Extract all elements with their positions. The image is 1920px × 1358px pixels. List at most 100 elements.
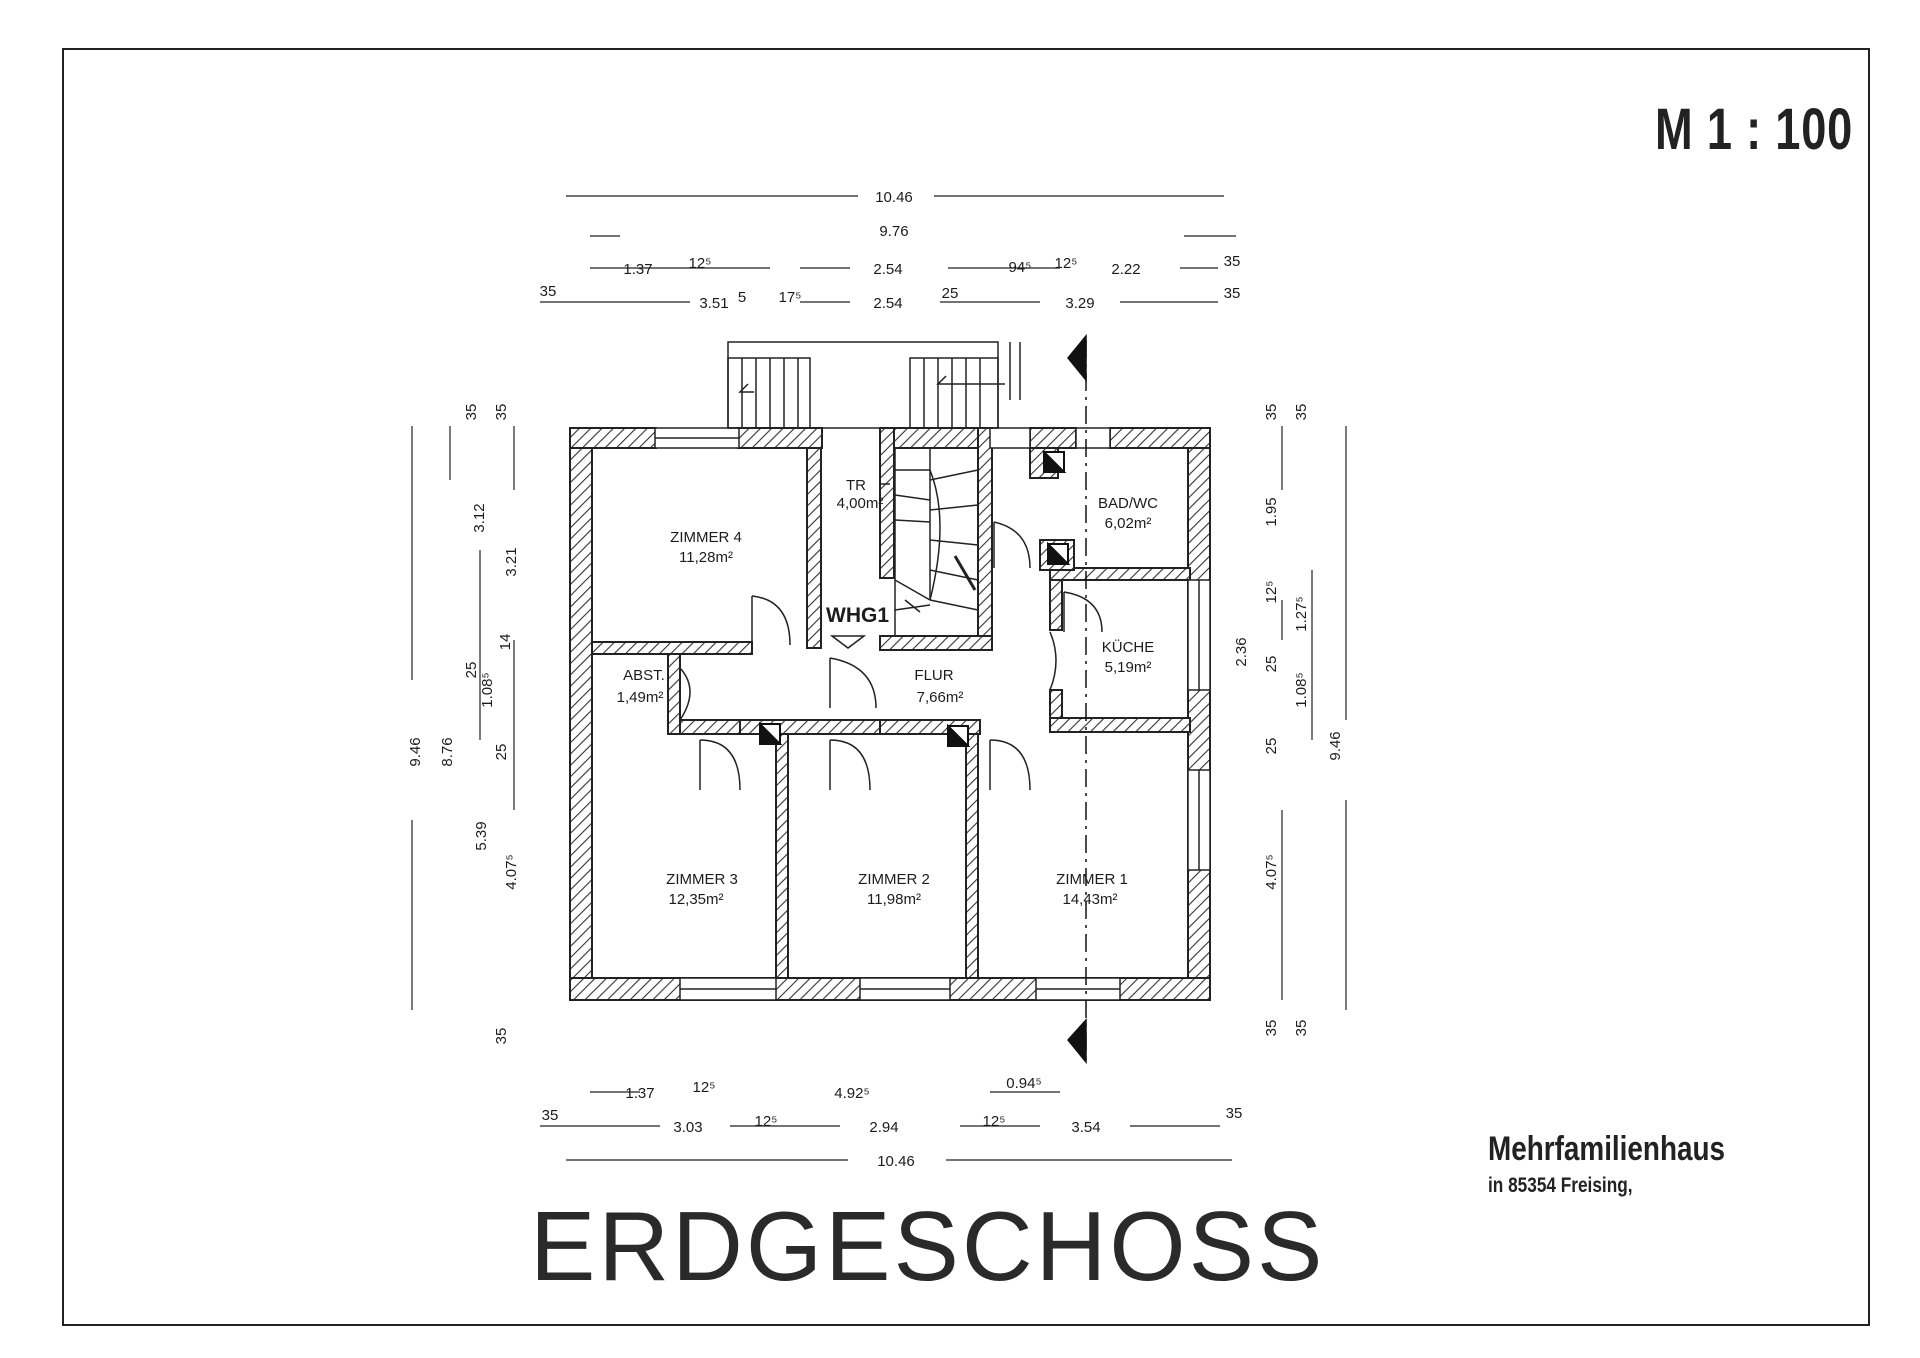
svg-text:12⁵: 12⁵ bbox=[983, 1113, 1006, 1130]
svg-text:3.21: 3.21 bbox=[503, 547, 520, 576]
room-tr-area: 4,00m² bbox=[837, 495, 884, 512]
svg-text:4.07⁵: 4.07⁵ bbox=[503, 854, 520, 889]
svg-text:1.27⁵: 1.27⁵ bbox=[1293, 596, 1310, 631]
room-flur-area: 7,66m² bbox=[917, 689, 964, 706]
svg-text:0.94⁵: 0.94⁵ bbox=[1006, 1075, 1041, 1092]
room-abst-area: 1,49m² bbox=[617, 689, 664, 706]
outer-wall-right bbox=[1187, 427, 1211, 1001]
drawing-frame bbox=[62, 48, 1870, 1326]
room-kueche-name: KÜCHE bbox=[1102, 638, 1155, 656]
svg-text:4.92⁵: 4.92⁵ bbox=[834, 1085, 869, 1102]
dim-top-overall: 10.46 bbox=[875, 189, 913, 206]
svg-text:5: 5 bbox=[738, 289, 746, 306]
room-labels: ZIMMER 4 11,28m² TR 4,00m² BAD/WC 6,02m²… bbox=[617, 477, 1159, 908]
svg-text:12⁵: 12⁵ bbox=[1263, 581, 1280, 604]
wall-z3-z2 bbox=[775, 733, 789, 979]
dimensions-left: 35 35 3.12 3.21 25 1.08⁵ 14 9.46 8.76 25… bbox=[407, 404, 520, 1045]
windows bbox=[654, 427, 1211, 1001]
dimension-lines bbox=[411, 195, 1347, 1161]
svg-text:2.54: 2.54 bbox=[873, 295, 902, 312]
flue-marks bbox=[759, 449, 1071, 747]
svg-text:2.22: 2.22 bbox=[1111, 261, 1140, 278]
svg-text:9.46: 9.46 bbox=[1327, 731, 1344, 760]
dim-bottom-overall: 10.46 bbox=[877, 1153, 915, 1170]
wall-z2-z1 bbox=[965, 733, 979, 979]
outer-wall-top-e bbox=[1109, 427, 1211, 449]
whg-arrow bbox=[829, 635, 867, 649]
section-line bbox=[1067, 333, 1087, 1065]
svg-text:25: 25 bbox=[942, 285, 959, 302]
room-flur-name: FLUR bbox=[914, 667, 953, 684]
wall-mid-horizontal-d bbox=[1049, 717, 1191, 733]
svg-text:9.46: 9.46 bbox=[407, 737, 424, 766]
room-kueche-area: 5,19m² bbox=[1105, 659, 1152, 676]
room-bad-name: BAD/WC bbox=[1098, 495, 1158, 512]
room-zimmer2-area: 11,98m² bbox=[867, 891, 921, 908]
svg-text:35: 35 bbox=[540, 283, 557, 300]
outer-wall-top-b bbox=[737, 427, 823, 449]
room-zimmer1-name: ZIMMER 1 bbox=[1056, 871, 1128, 888]
svg-text:2.36: 2.36 bbox=[1233, 637, 1250, 666]
outer-wall-left bbox=[569, 427, 593, 1001]
svg-text:35: 35 bbox=[493, 1028, 510, 1045]
svg-text:1.37: 1.37 bbox=[625, 1085, 654, 1102]
svg-text:3.54: 3.54 bbox=[1071, 1119, 1100, 1136]
wall-zimmer4-stair bbox=[806, 447, 822, 649]
svg-text:2.54: 2.54 bbox=[873, 261, 902, 278]
svg-text:94⁵: 94⁵ bbox=[1009, 259, 1032, 276]
wall-zimmer4-bottom bbox=[591, 641, 753, 655]
svg-text:35: 35 bbox=[493, 404, 510, 421]
apartment-label: WHG1 bbox=[826, 604, 889, 627]
dim-top-inner: 9.76 bbox=[879, 223, 908, 240]
wall-kueche-left bbox=[1049, 579, 1063, 631]
room-abst-name: ABST. bbox=[623, 667, 665, 684]
svg-text:35: 35 bbox=[542, 1107, 559, 1124]
svg-text:35: 35 bbox=[1263, 1020, 1280, 1037]
dimensions-bottom: 1.37 12⁵ 4.92⁵ 0.94⁵ 35 3.03 12⁵ 2.94 12… bbox=[542, 1075, 1243, 1170]
svg-text:12⁵: 12⁵ bbox=[755, 1113, 778, 1130]
room-zimmer3-area: 12,35m² bbox=[668, 891, 723, 908]
svg-text:3.29: 3.29 bbox=[1065, 295, 1094, 312]
svg-text:1.95: 1.95 bbox=[1263, 497, 1280, 526]
wall-kueche-left-b bbox=[1049, 689, 1063, 719]
wall-stair-bottom bbox=[879, 635, 993, 651]
room-zimmer4-name: ZIMMER 4 bbox=[670, 529, 742, 546]
room-zimmer2-name: ZIMMER 2 bbox=[858, 871, 930, 888]
svg-text:35: 35 bbox=[1263, 404, 1280, 421]
svg-text:1.08⁵: 1.08⁵ bbox=[479, 672, 496, 707]
svg-text:35: 35 bbox=[1224, 285, 1241, 302]
wall-abst-right bbox=[667, 653, 681, 735]
svg-text:3.12: 3.12 bbox=[471, 503, 488, 532]
drawing-title: ERDGESCHOSS bbox=[530, 1191, 1326, 1301]
outer-wall-top-d bbox=[1029, 427, 1077, 449]
svg-text:4.07⁵: 4.07⁵ bbox=[1263, 854, 1280, 889]
svg-text:8.76: 8.76 bbox=[439, 737, 456, 766]
svg-text:12⁵: 12⁵ bbox=[1055, 255, 1078, 272]
wall-stair-right bbox=[977, 427, 993, 649]
svg-text:35: 35 bbox=[1224, 253, 1241, 270]
room-zimmer3-name: ZIMMER 3 bbox=[666, 871, 738, 888]
svg-text:35: 35 bbox=[1293, 1020, 1310, 1037]
svg-text:1.37: 1.37 bbox=[623, 261, 652, 278]
wall-bad-bottom bbox=[1049, 567, 1191, 581]
scale-label: M 1 : 100 bbox=[1655, 97, 1854, 162]
dimensions-right: 35 35 1.95 12⁵ 1.27⁵ 2.36 25 1.08⁵ 25 9.… bbox=[1233, 404, 1344, 1037]
svg-text:25: 25 bbox=[493, 744, 510, 761]
project-name: Mehrfamilienhaus bbox=[1488, 1130, 1726, 1168]
svg-text:3.03: 3.03 bbox=[673, 1119, 702, 1136]
room-zimmer4-area: 11,28m² bbox=[679, 549, 733, 566]
svg-text:25: 25 bbox=[1263, 738, 1280, 755]
svg-text:3.51: 3.51 bbox=[699, 295, 728, 312]
svg-text:14: 14 bbox=[497, 634, 514, 651]
doors bbox=[679, 521, 1103, 791]
room-tr-name: TR bbox=[846, 477, 866, 494]
svg-text:25: 25 bbox=[1263, 656, 1280, 673]
svg-text:2.94: 2.94 bbox=[869, 1119, 898, 1136]
svg-text:1.08⁵: 1.08⁵ bbox=[1293, 672, 1310, 707]
svg-text:35: 35 bbox=[1293, 404, 1310, 421]
svg-text:35: 35 bbox=[1226, 1105, 1243, 1122]
outer-wall-top-c bbox=[879, 427, 991, 449]
room-bad-area: 6,02m² bbox=[1105, 515, 1152, 532]
